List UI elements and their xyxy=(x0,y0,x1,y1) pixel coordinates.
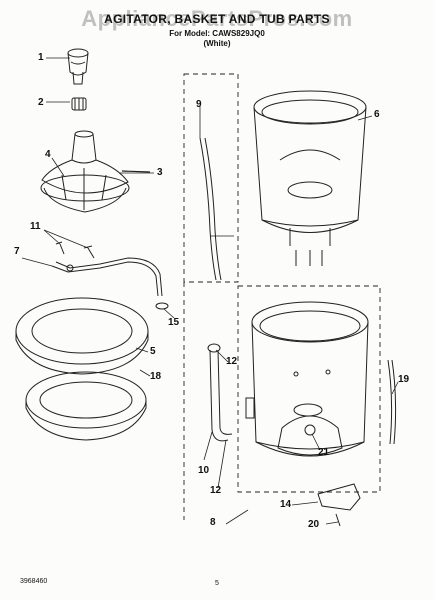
callout-8: 8 xyxy=(210,517,216,528)
callout-11: 11 xyxy=(30,221,41,232)
callout-12-upper: 12 xyxy=(226,356,238,367)
callout-12-lower: 12 xyxy=(210,485,222,496)
agitator-cap xyxy=(67,48,89,85)
footer-code: 3968460 xyxy=(20,578,48,585)
callout-18: 18 xyxy=(150,371,162,382)
tub-hose xyxy=(207,343,233,442)
callout-5: 5 xyxy=(150,346,156,357)
callout-6: 6 xyxy=(374,109,380,120)
agitator-coupling xyxy=(71,97,87,111)
outer-tub xyxy=(245,301,369,457)
screws-11 xyxy=(55,241,95,259)
callout-19: 19 xyxy=(398,374,410,385)
hose-clamp xyxy=(155,302,169,310)
hose-bracket xyxy=(51,257,163,297)
diagram-title: AGITATOR, BASKET AND TUB PARTS xyxy=(104,12,330,26)
agitator xyxy=(40,130,130,213)
watermark: AppliancePartsPros.com xyxy=(81,6,353,31)
page-number: 5 xyxy=(215,580,219,587)
callout-14: 14 xyxy=(280,499,292,510)
callout-9: 9 xyxy=(196,99,202,110)
tub-strip xyxy=(199,137,222,281)
callout-20: 20 xyxy=(308,519,320,530)
callout-15: 15 xyxy=(168,317,180,328)
callout-2: 2 xyxy=(38,97,44,108)
tub-gasket xyxy=(25,371,147,441)
right-strip xyxy=(387,359,397,445)
callout-7: 7 xyxy=(14,246,20,257)
callout-4: 4 xyxy=(45,149,51,160)
model-color: (White) xyxy=(203,39,231,48)
callout-3: 3 xyxy=(157,167,163,178)
basket xyxy=(253,90,367,266)
model-number: For Model: CAWS829JQ0 xyxy=(169,29,265,38)
callout-10: 10 xyxy=(198,465,210,476)
callout-21: 21 xyxy=(318,447,330,458)
shield-bracket xyxy=(317,483,361,527)
callout-1: 1 xyxy=(38,52,44,63)
tub-ring xyxy=(15,297,149,375)
